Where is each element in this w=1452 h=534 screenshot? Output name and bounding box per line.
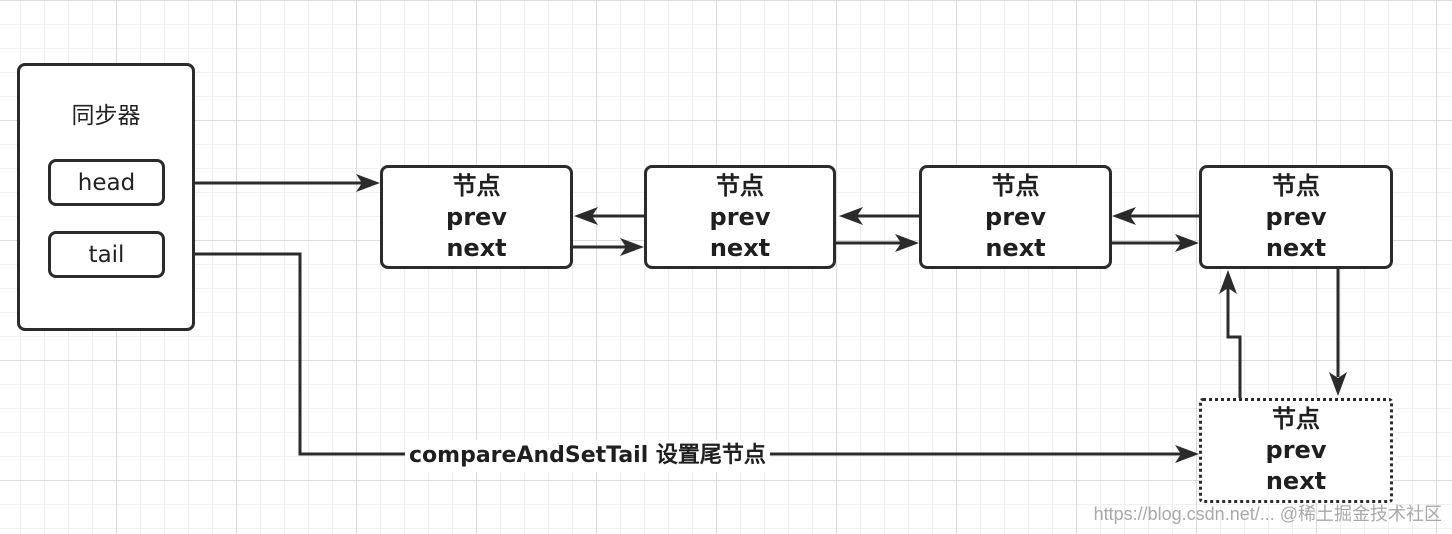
queue-node-4: 节点 prev next bbox=[1199, 165, 1393, 269]
arrowhead-next-1-2 bbox=[620, 238, 644, 256]
node-prev: prev bbox=[985, 202, 1046, 231]
arrowhead-next-4-new bbox=[1329, 372, 1347, 396]
node-prev: prev bbox=[1265, 436, 1327, 464]
watermark: https://blog.csdn.net/... @稀土掘金技术社区 bbox=[1093, 504, 1442, 524]
arrowhead-prev-4-3 bbox=[1112, 207, 1136, 225]
queue-node-3: 节点 prev next bbox=[919, 165, 1112, 269]
synchronizer-title: 同步器 bbox=[71, 103, 141, 129]
prev-arrow-new-4 bbox=[1226, 288, 1242, 400]
node-title: 节点 bbox=[716, 171, 764, 200]
queue-node-2: 节点 prev next bbox=[644, 165, 836, 269]
node-title: 节点 bbox=[1272, 171, 1320, 200]
node-next: next bbox=[709, 233, 771, 262]
node-prev: prev bbox=[709, 202, 771, 231]
node-next: next bbox=[985, 233, 1046, 262]
node-title: 节点 bbox=[991, 171, 1040, 200]
arrowhead-prev-3-2 bbox=[839, 207, 863, 225]
node-title: 节点 bbox=[1272, 405, 1320, 433]
node-next: next bbox=[446, 233, 507, 262]
arrowhead-next-2-3 bbox=[895, 234, 919, 252]
node-title: 节点 bbox=[452, 171, 501, 200]
tail-field: tail bbox=[48, 231, 165, 278]
queue-node-1: 节点 prev next bbox=[380, 165, 573, 269]
arrowhead-next-3-4 bbox=[1175, 234, 1199, 252]
node-prev: prev bbox=[1265, 202, 1327, 231]
arrowhead-tail bbox=[1175, 445, 1199, 463]
arrowhead-prev-2-1 bbox=[574, 207, 598, 225]
arrowhead-prev-new-4 bbox=[1219, 270, 1237, 294]
head-field: head bbox=[48, 159, 165, 206]
node-prev: prev bbox=[446, 202, 507, 231]
tail-arrow bbox=[195, 252, 1181, 456]
new-tail-node: 节点 prev next bbox=[1199, 398, 1393, 503]
compare-and-set-tail-label: compareAndSetTail 设置尾节点 bbox=[405, 440, 770, 472]
arrowhead-head bbox=[356, 174, 380, 192]
node-next: next bbox=[1265, 467, 1327, 495]
node-next: next bbox=[1265, 233, 1327, 262]
